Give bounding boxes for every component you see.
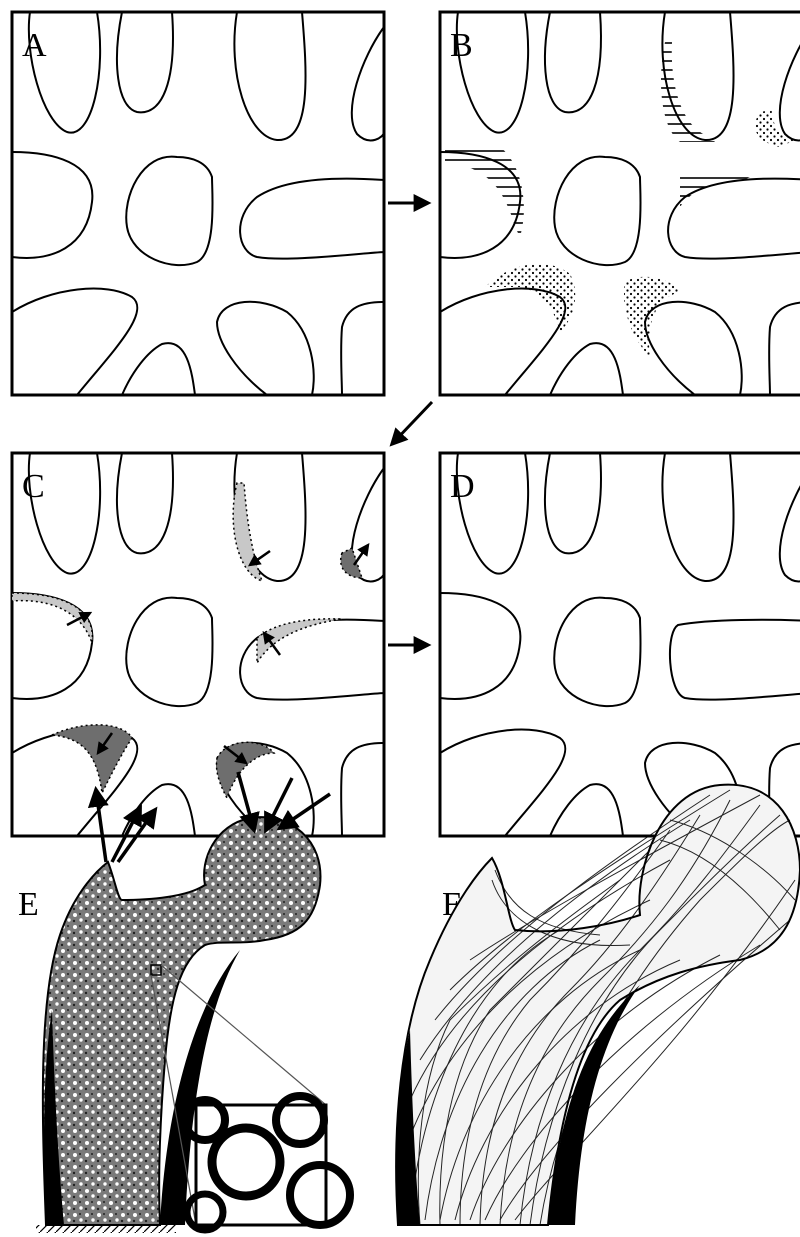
- panel-label-e: E: [18, 886, 39, 923]
- panel-label-b: B: [450, 27, 473, 64]
- ground-support: [36, 1225, 176, 1233]
- panel-d: D: [440, 453, 800, 836]
- trabecular-inset: [185, 1096, 350, 1230]
- panel-e: E: [18, 772, 350, 1233]
- panel-c: C: [12, 453, 384, 836]
- panel-a: A: [12, 12, 384, 395]
- panel-f: F: [396, 785, 800, 1225]
- femur-trabecular-shape: [396, 785, 800, 1225]
- panel-b: [440, 12, 800, 395]
- panel-label-d: D: [450, 468, 475, 505]
- panel-label-a: A: [22, 27, 47, 64]
- panel-label-c: C: [22, 468, 45, 505]
- arrow-b-to-c: [392, 402, 432, 444]
